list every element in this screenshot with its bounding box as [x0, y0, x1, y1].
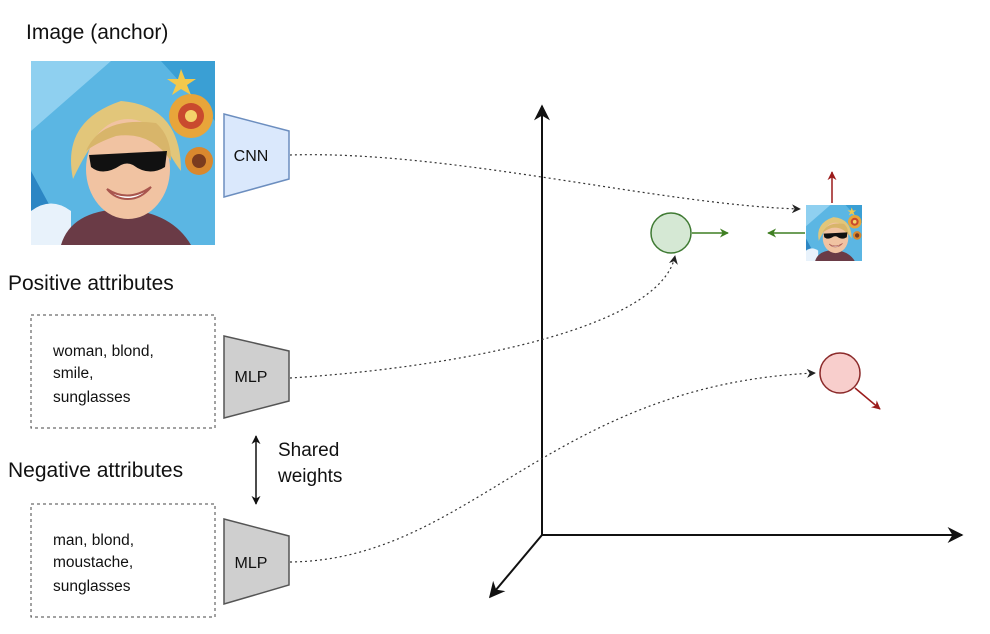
anchor-face-image [31, 61, 215, 245]
anchor-mapping-curve [289, 154, 801, 214]
positive-heading: Positive attributes [8, 272, 174, 295]
negative-attributes-box [30, 503, 216, 618]
negative-line-1: man, blond, [53, 532, 134, 549]
shared-line-1: Shared [278, 440, 339, 461]
negative-embedding-point [819, 352, 861, 394]
negative-mlp-encoder [223, 518, 290, 606]
positive-line-1: woman, blond, [52, 343, 154, 360]
positive-mlp-encoder [223, 335, 290, 419]
cnn-label: CNN [234, 148, 269, 165]
negative-line-2: moustache, [53, 554, 133, 571]
negative-mapping-curve [289, 368, 816, 563]
negative-heading: Negative attributes [8, 459, 183, 482]
positive-attributes-box [30, 314, 216, 429]
positive-embedding-point [650, 212, 692, 254]
positive-line-2: smile, [53, 365, 93, 382]
negative-line-3: sunglasses [53, 578, 131, 595]
negative-push-arrow [854, 387, 881, 410]
positive-mapping-curve [289, 255, 678, 379]
positive-line-3: sunglasses [53, 389, 131, 406]
negative-mlp-label: MLP [235, 555, 268, 572]
positive-mlp-label: MLP [235, 369, 268, 386]
cnn-encoder [223, 113, 290, 198]
anchor-embedding-thumbnail [806, 205, 862, 261]
z-axis [488, 534, 543, 599]
anchor-heading: Image (anchor) [26, 21, 168, 44]
shared-line-2: weights [277, 466, 342, 487]
